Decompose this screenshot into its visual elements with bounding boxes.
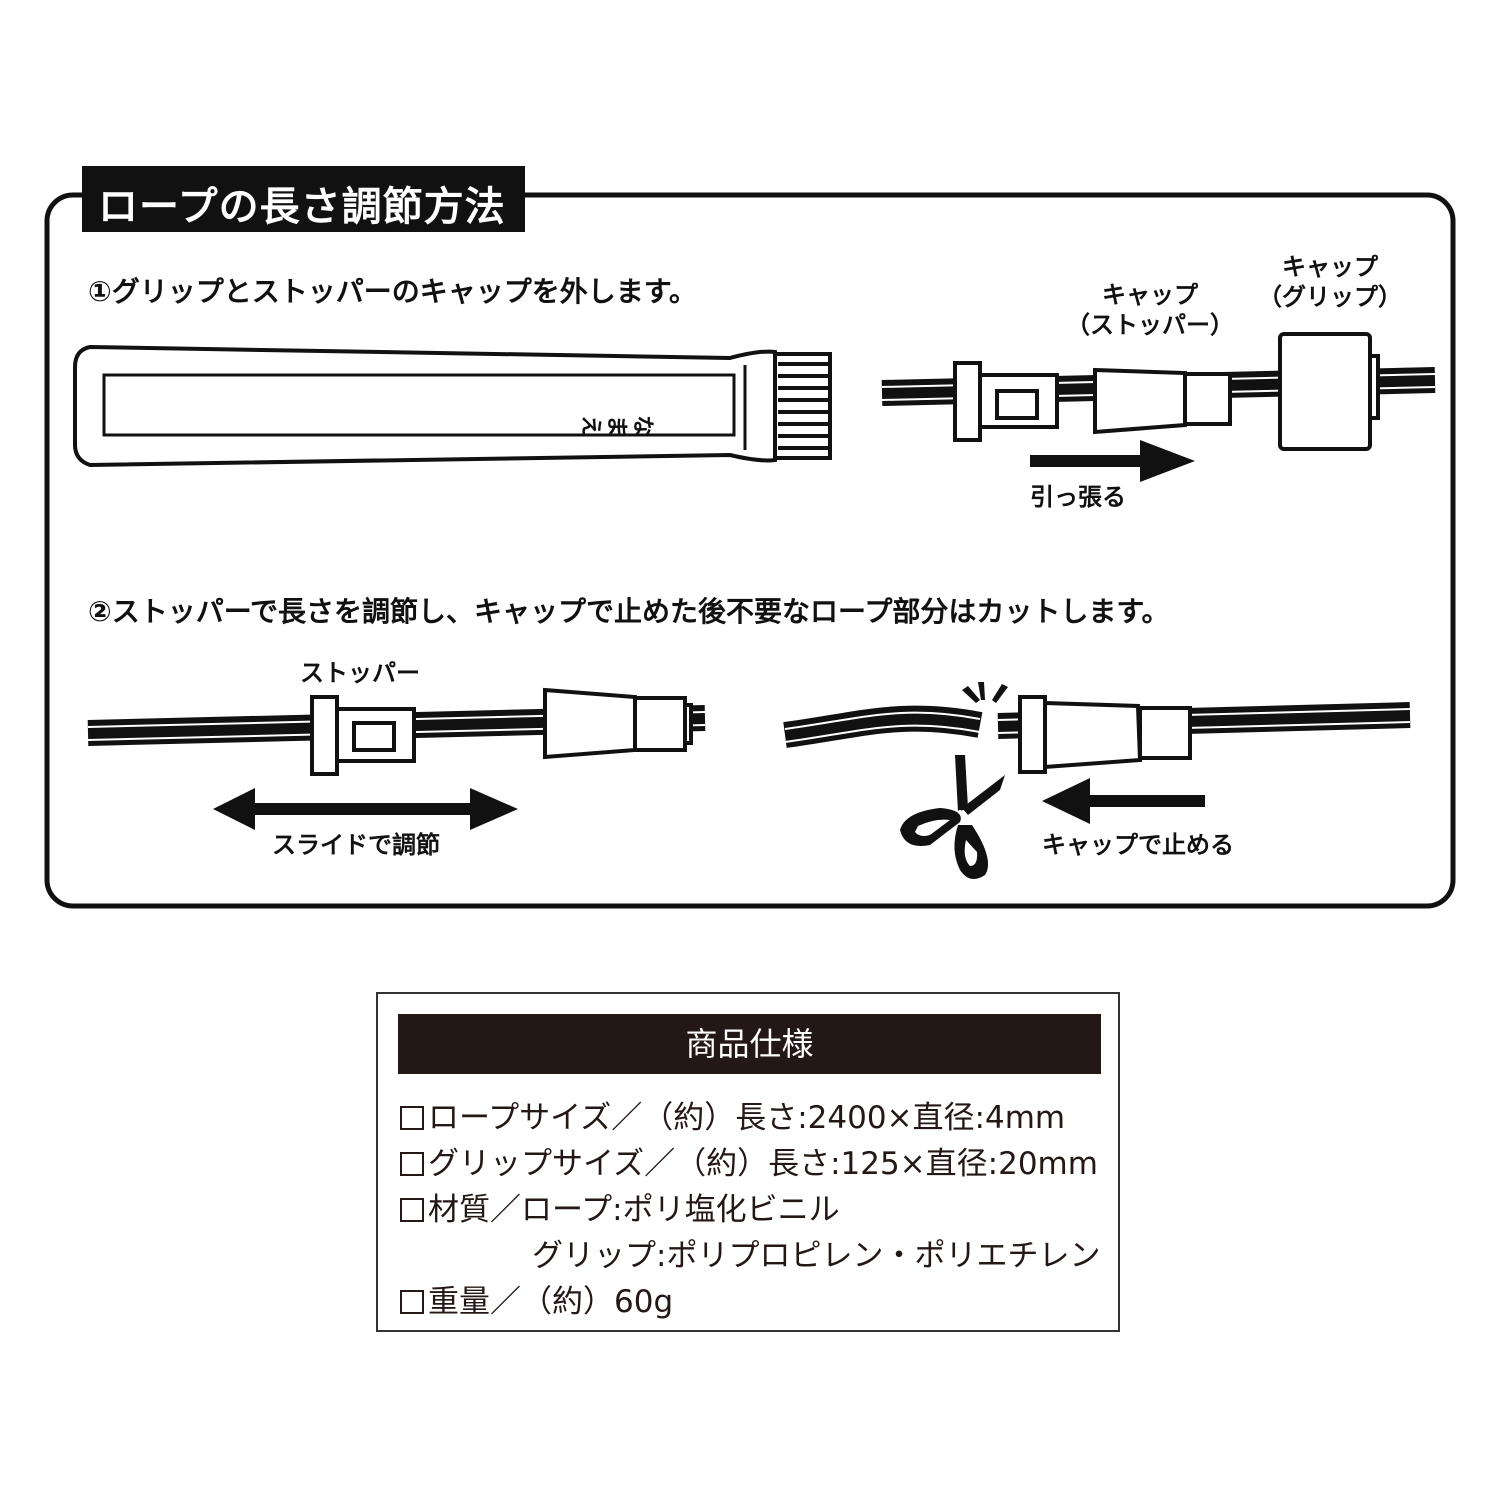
spec-title: 商品仕様 <box>398 1014 1101 1074</box>
checkbox-icon <box>400 1198 424 1222</box>
cap-stop-arrow <box>1042 778 1205 824</box>
scissors-icon <box>900 755 1005 879</box>
grip-name-label: なまえ <box>577 411 655 436</box>
stopper-step1 <box>953 361 1059 442</box>
cap-grip-label-line1: キャップ <box>1282 253 1378 281</box>
cap-stopper-label-line2: （ストッパー） <box>1066 311 1234 339</box>
spec-line-weight: 重量／（約）60g <box>400 1276 673 1321</box>
section-title-bar <box>82 166 525 232</box>
checkbox-icon <box>400 1106 424 1130</box>
stopper-step2 <box>310 695 416 776</box>
instruction-frame <box>44 192 1456 909</box>
spec-line-material-grip: グリップ:ポリプロピレン・ポリエチレン <box>532 1238 1101 1274</box>
stopper-label: ストッパー <box>300 659 420 687</box>
cap-grip-label: キャップ （グリップ） <box>1250 252 1410 312</box>
spec-line-grip-size: グリップサイズ／（約）長さ:125×直径:20mm <box>400 1138 1098 1183</box>
spec-text: 重量／（約）60g <box>428 1284 674 1320</box>
checkbox-icon <box>400 1152 424 1176</box>
spec-line-rope-size: ロープサイズ／（約）長さ:2400×直径:4mm <box>400 1092 1065 1137</box>
cap-step2 <box>543 687 693 760</box>
step1-instruction: ①グリップとストッパーのキャップを外します。 <box>88 275 697 308</box>
grip-cap <box>1278 332 1380 451</box>
spec-text: ロープサイズ／（約）長さ:2400×直径:4mm <box>428 1100 1066 1136</box>
spec-text: グリップサイズ／（約）長さ:125×直径:20mm <box>428 1146 1098 1182</box>
spec-line-material: 材質／ロープ:ポリ塩化ビニル <box>400 1184 840 1229</box>
cap-grip-label-line2: （グリップ） <box>1258 283 1402 311</box>
section-title: ロープの長さ調節方法 <box>98 184 506 230</box>
spec-box: 商品仕様 ロープサイズ／（約）長さ:2400×直径:4mm グリップサイズ／（約… <box>376 992 1120 1332</box>
pull-arrow <box>1030 440 1195 482</box>
spec-text: 材質／ロープ:ポリ塩化ビニル <box>428 1192 840 1228</box>
grip-illustration <box>73 344 832 468</box>
cap-stopper-label-line1: キャップ <box>1102 281 1198 309</box>
cap-stopper-label: キャップ （ストッパー） <box>1060 280 1240 340</box>
cap-step2-attached <box>1018 695 1192 774</box>
stopper-cap <box>1093 367 1232 435</box>
pull-label: 引っ張る <box>1030 483 1126 511</box>
step2-instruction: ②ストッパーで長さを調節し、キャップで止めた後不要なロープ部分はカットします。 <box>88 595 1170 628</box>
checkbox-icon <box>400 1290 424 1314</box>
slide-label: スライドで調節 <box>272 831 440 859</box>
cut-spark-icon <box>962 682 1008 703</box>
slide-arrow <box>213 788 518 830</box>
cap-stop-label: キャップで止める <box>1042 831 1234 859</box>
